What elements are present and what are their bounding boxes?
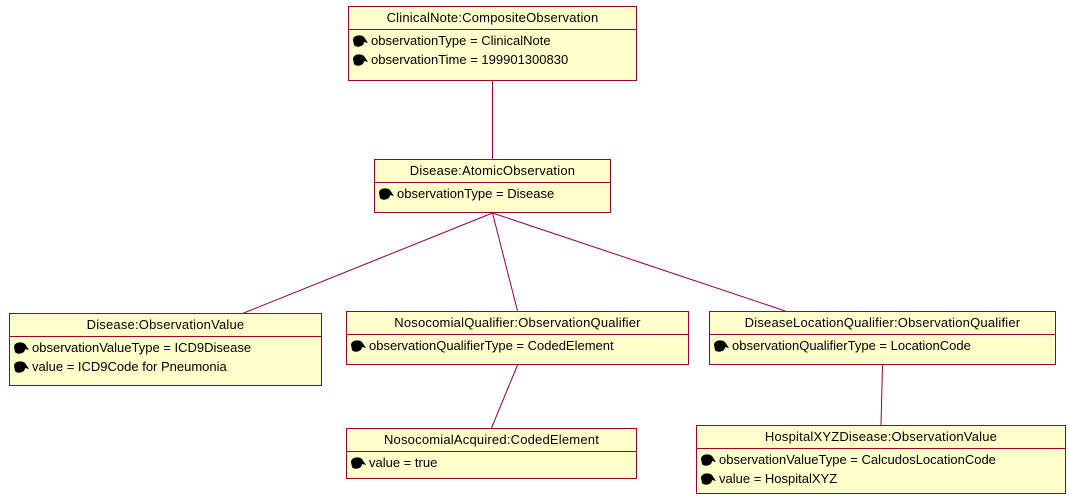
link-disease-to-disease-value — [243, 212, 493, 314]
attribute-row: value = true — [350, 453, 636, 472]
object-title: NosocomialAcquired:CodedElement — [347, 429, 636, 452]
attribute-row: observationType = Disease — [378, 184, 610, 203]
object-title: NosocomialQualifier:ObservationQualifier — [347, 312, 688, 335]
attribute-row: observationQualifierType = LocationCode — [713, 336, 1055, 355]
attribute-row: observationQualifierType = CodedElement — [350, 336, 688, 355]
attribute-text: observationType = Disease — [397, 186, 555, 201]
attribute-text: observationValueType = ICD9Disease — [32, 340, 252, 355]
attribute-row: observationTime = 199901300830 — [352, 50, 636, 69]
attribute-icon — [701, 453, 716, 466]
object-hospital-xyz-disease[interactable]: HospitalXYZDisease:ObservationValue obse… — [696, 425, 1066, 494]
attribute-text: observationQualifierType = CodedElement — [369, 338, 614, 353]
attribute-icon — [353, 34, 368, 47]
attribute-icon — [353, 53, 368, 66]
object-disease[interactable]: Disease:AtomicObservation observationTyp… — [374, 159, 611, 213]
attribute-row: value = ICD9Code for Pneumonia — [13, 357, 321, 376]
attribute-icon — [379, 187, 394, 200]
object-nosocomial-acquired[interactable]: NosocomialAcquired:CodedElement value = … — [346, 428, 637, 479]
object-title: HospitalXYZDisease:ObservationValue — [697, 426, 1065, 449]
object-title: ClinicalNote:CompositeObservation — [349, 7, 636, 30]
object-location-qualifier[interactable]: DiseaseLocationQualifier:ObservationQual… — [709, 311, 1056, 365]
attribute-icon — [714, 339, 729, 352]
object-nosocomial-qualifier[interactable]: NosocomialQualifier:ObservationQualifier… — [346, 311, 689, 365]
attribute-icon — [14, 341, 29, 354]
attribute-text: value = true — [369, 455, 438, 470]
object-disease-value[interactable]: Disease:ObservationValue observationValu… — [9, 313, 322, 386]
attribute-icon — [701, 472, 716, 485]
object-clinical-note[interactable]: ClinicalNote:CompositeObservation observ… — [348, 6, 637, 81]
object-title: Disease:ObservationValue — [10, 314, 321, 337]
attribute-text: observationValueType = CalcudosLocationC… — [719, 452, 996, 467]
link-location-qualifier-to-hospital-xyz-disease — [880, 364, 883, 426]
attribute-text: observationQualifierType = LocationCode — [732, 338, 971, 353]
link-disease-to-location-qualifier — [492, 212, 786, 312]
attribute-row: observationValueType = ICD9Disease — [13, 338, 321, 357]
attribute-row: observationValueType = CalcudosLocationC… — [700, 450, 1065, 469]
object-title: DiseaseLocationQualifier:ObservationQual… — [710, 312, 1055, 335]
attribute-text: observationType = ClinicalNote — [371, 33, 551, 48]
attribute-icon — [14, 360, 29, 373]
object-title: Disease:AtomicObservation — [375, 160, 610, 183]
attribute-text: value = HospitalXYZ — [719, 471, 838, 486]
attribute-row: value = HospitalXYZ — [700, 469, 1065, 488]
attribute-row: observationType = ClinicalNote — [352, 31, 636, 50]
attribute-text: value = ICD9Code for Pneumonia — [32, 359, 227, 374]
attribute-icon — [351, 339, 366, 352]
link-disease-to-nosocomial-qualifier — [492, 212, 518, 312]
attribute-icon — [351, 456, 366, 469]
attribute-text: observationTime = 199901300830 — [371, 52, 569, 67]
link-nosocomial-qualifier-to-nosocomial-acquired — [491, 364, 518, 429]
